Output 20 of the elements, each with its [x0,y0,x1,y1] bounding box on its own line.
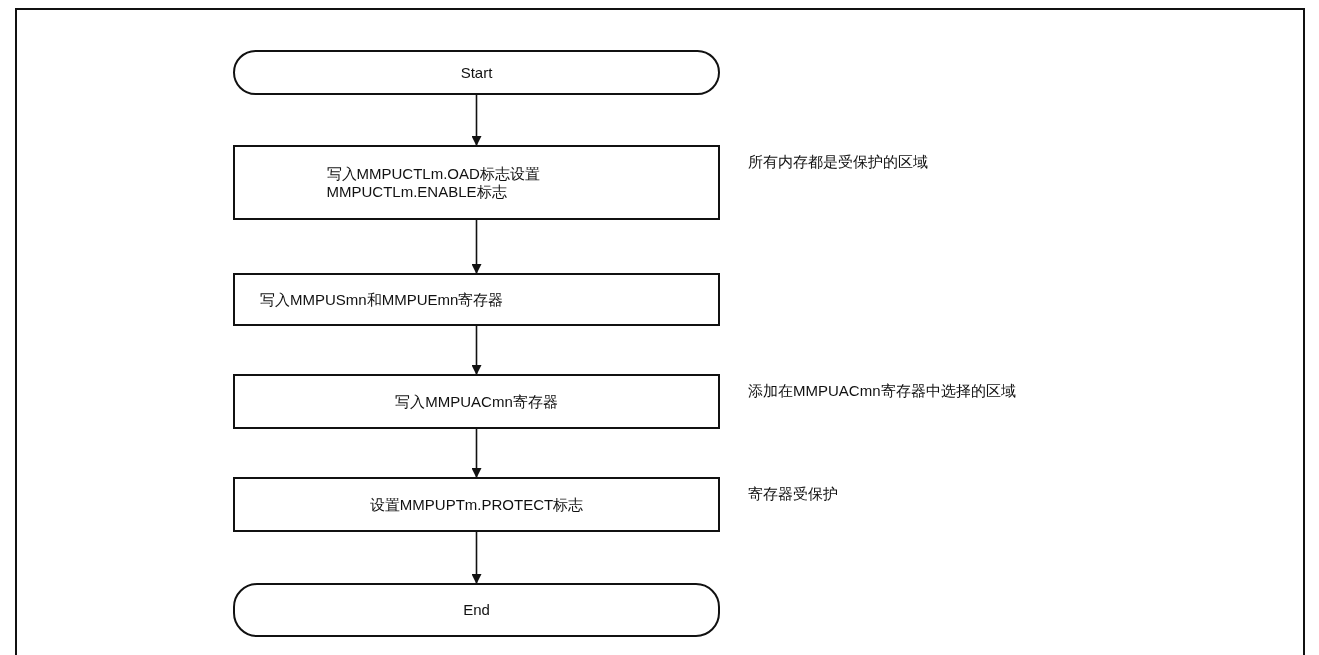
terminal-shape [233,50,720,95]
arrow [471,428,482,478]
process-box [233,374,720,429]
terminal-label: End [463,601,490,619]
note-text: 添加在MMPUACmn寄存器中选择的区域 [748,382,1017,400]
arrow [471,325,482,375]
step-text: 写入MMPUACmn寄存器 [395,392,558,411]
terminal-label: Start [460,63,493,82]
process-box [233,273,720,326]
note-text: 寄存器受保护 [748,485,839,503]
terminal-shape [233,583,720,637]
step-text: 写入MMPUSmn和MMPUEmn寄存器 [260,290,504,309]
step-text: 设置MMPUPTm.PROTECT标志 [369,495,584,514]
step-text: 写入MMPUCTLm.OAD标志设置MMPUCTLm.ENABLE标志 [326,165,541,200]
arrow [471,219,482,274]
process-box [233,145,720,220]
arrow [471,531,482,584]
process-box [233,477,720,532]
note-text: 所有内存都是受保护的区域 [748,153,929,171]
arrow [471,94,482,146]
